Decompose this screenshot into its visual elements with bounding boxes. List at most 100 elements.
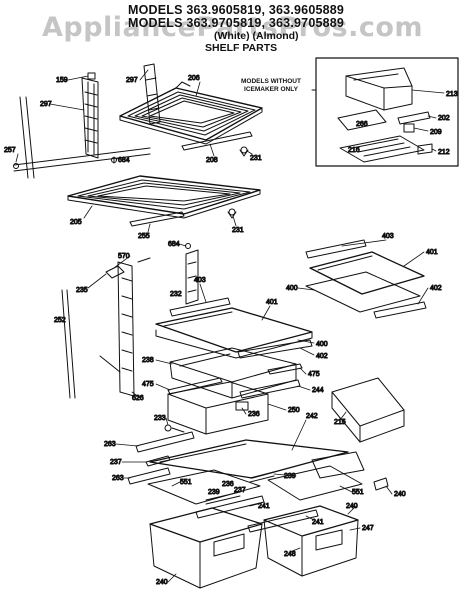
shelf-support-rail-297 [143,63,161,125]
wire-shelf-206 [119,81,263,145]
callout-684-b: 684 [168,241,180,248]
callout-239-a: 239 [284,473,296,480]
ice-tray-216 [339,135,425,163]
wire-shelf-205 [67,175,261,219]
side-rail-right [311,451,365,479]
ice-tray-266 [337,109,387,131]
callout-401-a: 401 [266,299,278,306]
callout-297-b: 297 [40,101,52,108]
upper-shelf-assembly [13,63,263,227]
callout-231-a: 231 [250,155,262,162]
callout-266: 266 [356,121,368,128]
shelf-bracket-626 [117,261,135,397]
leader-lines [15,69,445,583]
callout-236: 236 [248,411,260,418]
shelf-frame-400-right [305,271,421,313]
callout-297-a: 297 [126,77,138,84]
clip-231-lower [227,208,237,219]
callout-250: 250 [288,407,300,414]
inset-icemaker-less [311,57,459,167]
callout-209: 209 [430,129,442,136]
cross-rail [13,147,151,172]
callout-400-a: 400 [316,341,328,348]
callout-241-a: 241 [258,503,270,510]
header-models-line-2: MODELS 363.9705819, 363.9705889 [128,16,345,30]
clip-231-upper [239,146,249,157]
callout-213: 213 [446,91,458,98]
trim-403-right [305,239,367,259]
callout-238: 238 [142,357,154,364]
part-209 [403,123,415,133]
callout-551-b: 551 [352,489,364,496]
callout-237: 237 [110,459,122,466]
glass-shelf-401-right [309,251,425,295]
trim-403-left [169,297,231,317]
callout-401-b: 401 [426,249,438,256]
callout-684-a: 684 [118,157,130,164]
callout-570: 570 [118,253,130,260]
callout-257: 257 [4,147,16,154]
part-212 [417,143,433,155]
callout-233: 233 [154,415,166,422]
callout-475-b: 475 [308,371,320,378]
rail-237 [145,455,171,467]
callout-labels: 159 297 206 297 257 684 208 231 205 255 … [4,75,459,587]
pan-250 [167,381,269,435]
callout-255: 255 [138,233,150,240]
inset-note-line-1: MODELS WITHOUT [241,78,301,85]
crisper-drawer-247 [263,505,359,577]
inset-note-line-2: ICEMAKER ONLY [244,85,298,93]
callout-212: 212 [438,149,450,156]
crisper-drawer-240 [149,507,263,589]
callout-240-b: 240 [346,503,358,510]
callout-240-c: 240 [156,579,168,586]
rail-241-right [247,509,319,533]
rails-239 [205,471,275,505]
shelf-frame-400-left [155,329,313,359]
callout-236-b: 236 [222,481,234,488]
callout-237-b: 237 [234,487,246,494]
leader-252 [99,355,121,373]
rail-263-lower [127,467,171,485]
header-models-line-1: MODELS 363.9605819, 363.9605889 [128,3,345,17]
callout-403-b: 403 [382,233,394,240]
trim-402-left [237,339,313,359]
callout-248: 248 [284,551,296,558]
callout-159: 159 [56,77,68,84]
shelf-bracket-232 [185,249,199,305]
rail-475-left [167,377,223,395]
watermark: AppliancePartsPros.com [42,12,424,43]
shelf-trim-255 [129,211,185,227]
header-section-title: SHELF PARTS [205,42,278,54]
clip-257 [13,163,19,169]
rail-241-left [195,495,265,519]
callout-232: 232 [170,291,182,298]
callout-263-b: 263 [112,475,124,482]
callout-402-b: 402 [430,285,442,292]
callout-231-b: 231 [232,227,244,234]
middle-assembly [61,239,427,443]
frame-551 [147,465,363,505]
callout-241-b: 241 [312,519,324,526]
callout-240-a: 240 [394,491,406,498]
cover-244 [239,379,301,399]
clip-159 [87,72,96,80]
rail-263-upper [135,431,195,453]
header-color-variants: (White) (Almond) [214,30,299,42]
divider-252 [61,289,76,399]
clip-240-right [373,477,389,491]
callout-475-a: 475 [142,381,154,388]
callout-402-a: 402 [316,353,328,360]
callout-208: 208 [206,157,218,164]
inset-note: MODELS WITHOUT ICEMAKER ONLY [228,78,314,93]
shelf-bracket-vertical [81,77,99,159]
callout-551-a: 551 [180,479,192,486]
clip-570-235 [105,257,151,279]
rail-475-right [267,363,303,375]
callout-242: 242 [306,413,318,420]
callout-202: 202 [438,115,450,122]
callout-626: 626 [132,395,144,402]
callout-244: 244 [312,387,324,394]
callout-247: 247 [362,525,374,532]
